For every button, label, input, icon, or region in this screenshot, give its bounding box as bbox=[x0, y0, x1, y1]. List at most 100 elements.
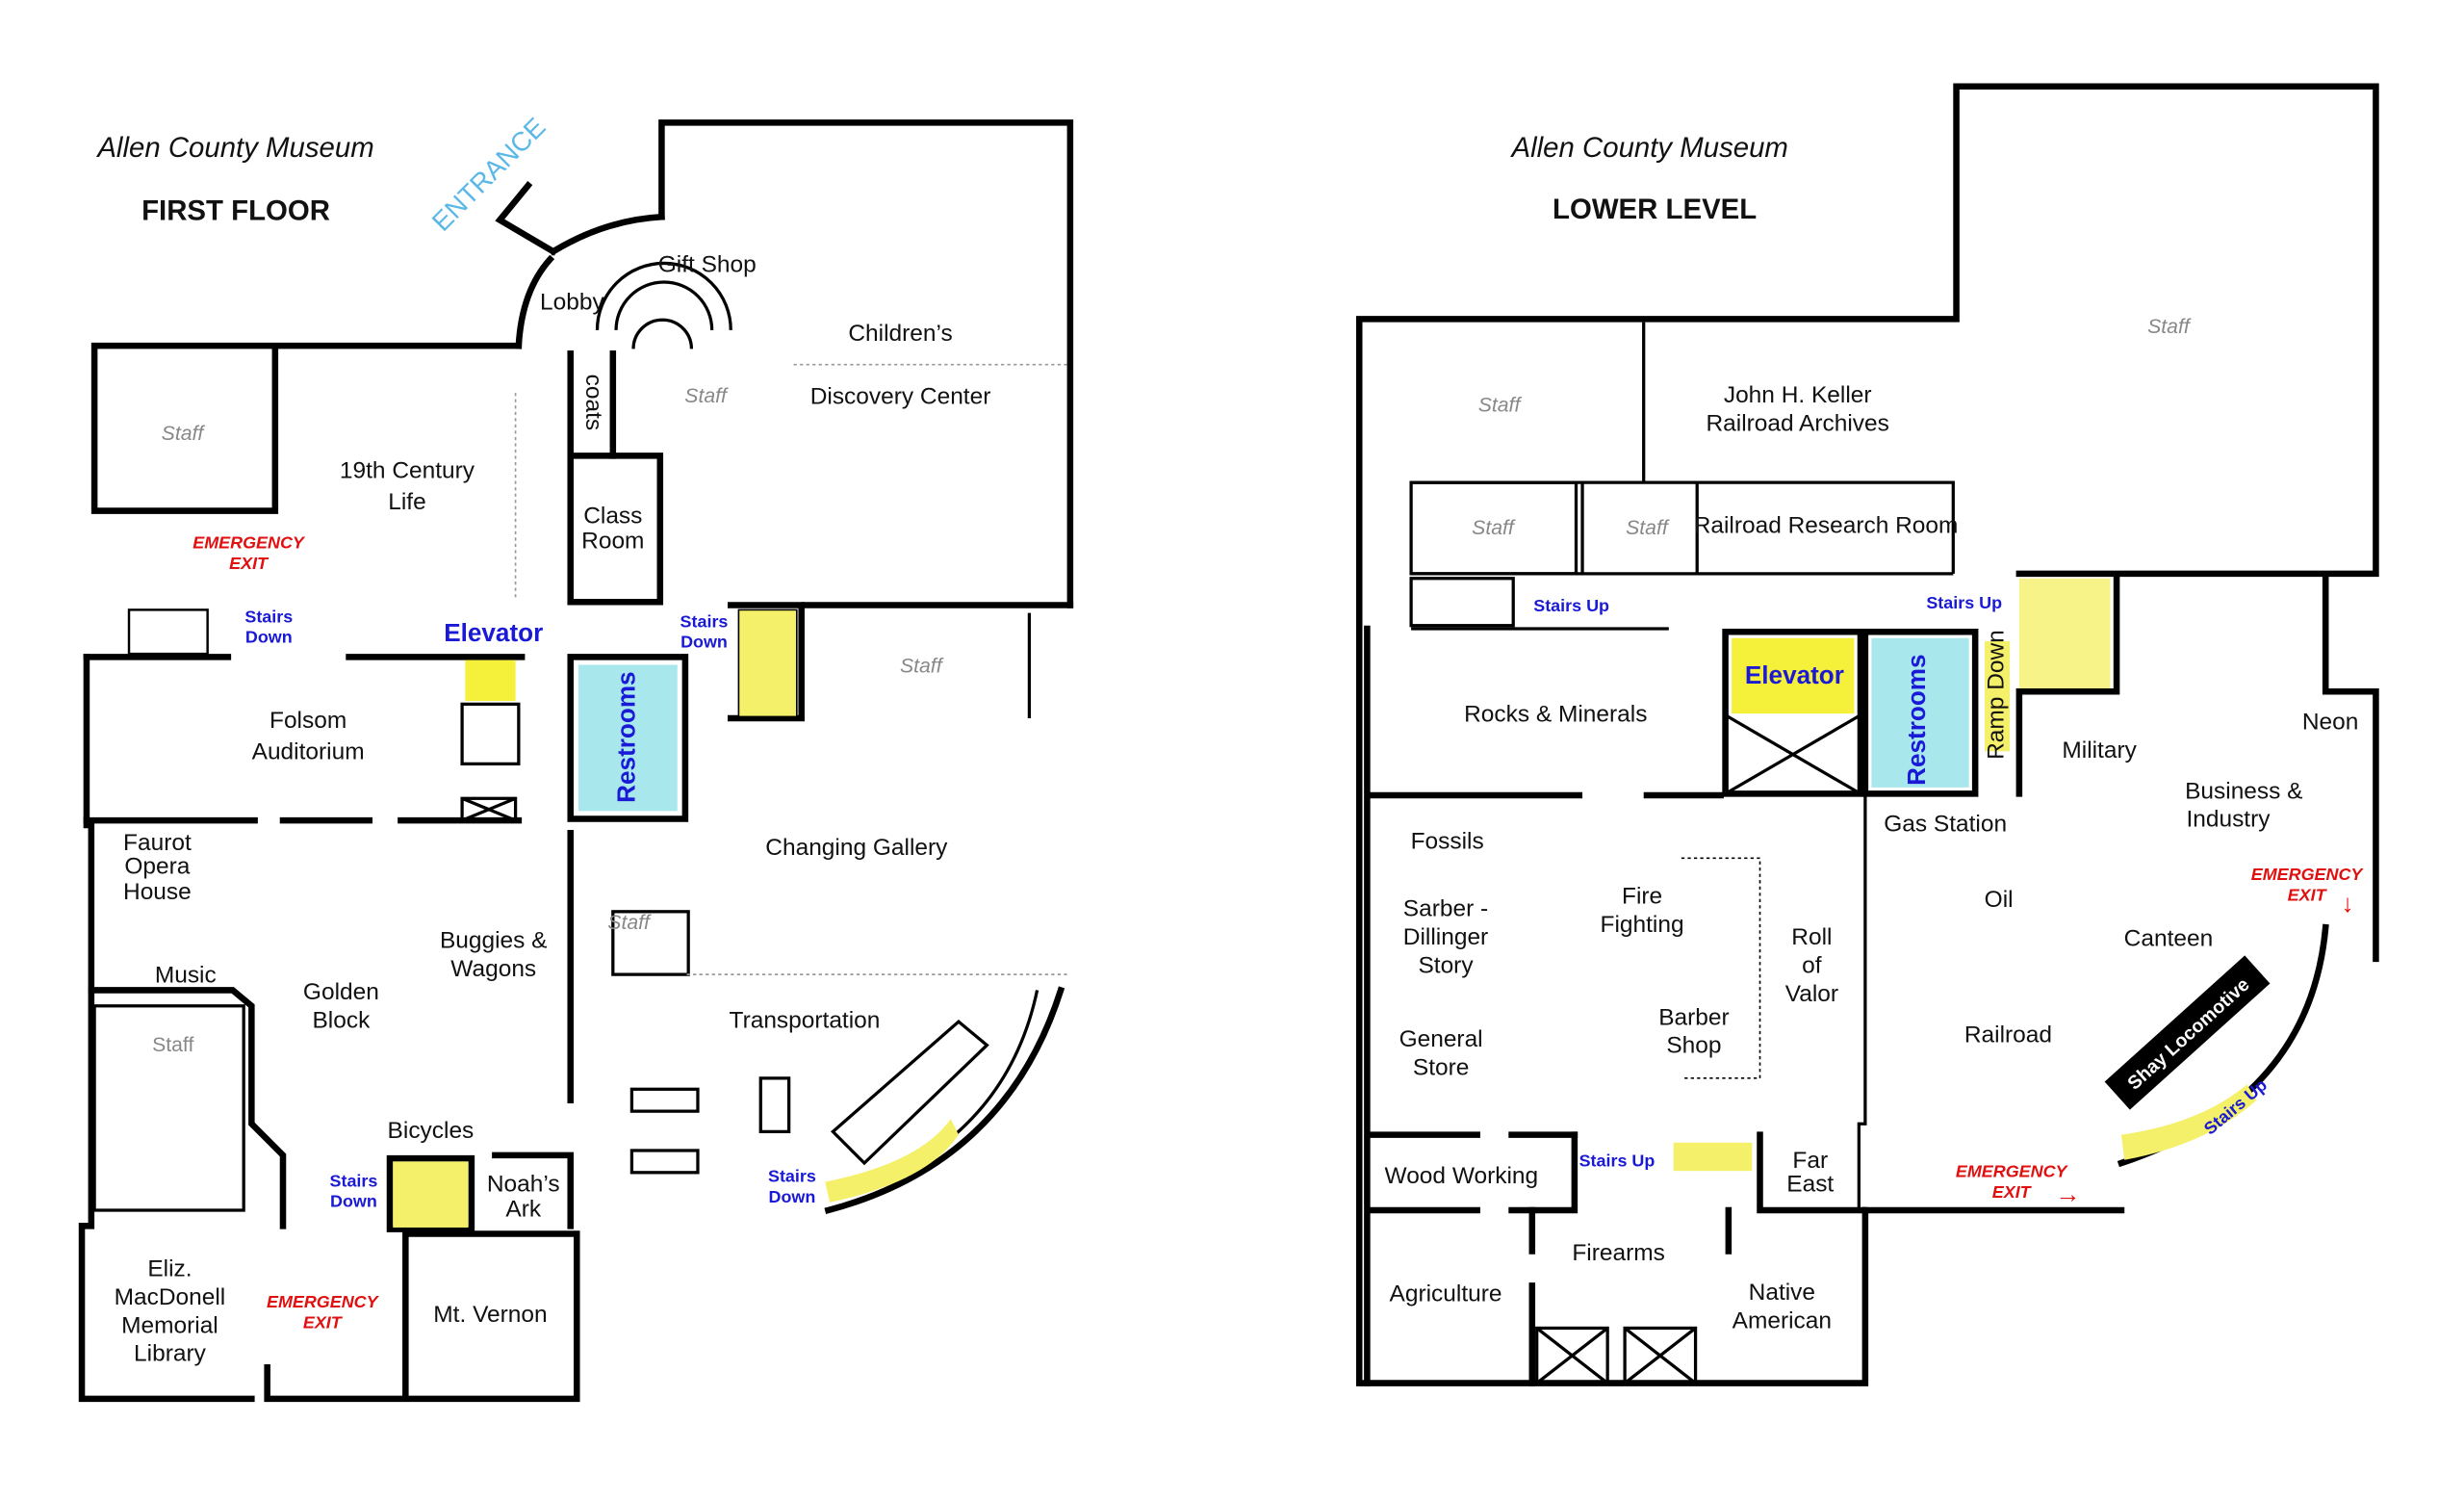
stairs-up-right bbox=[2018, 578, 2111, 692]
entrance-label[interactable]: ENTRANCE bbox=[426, 112, 552, 237]
emergency-exit-label: EXIT bbox=[303, 1312, 344, 1332]
faurot-label-2: Opera bbox=[124, 854, 190, 880]
mt-vernon-label: Mt. Vernon bbox=[433, 1302, 547, 1328]
wood-working-label: Wood Working bbox=[1385, 1163, 1539, 1189]
ramp-box bbox=[1984, 641, 2011, 752]
classroom-label-2: Room bbox=[581, 529, 644, 555]
first-floor-labels: Allen County Museum FIRST FLOOR ENTRANCE… bbox=[95, 112, 990, 1367]
library-label-4: Library bbox=[134, 1341, 207, 1367]
sarber-label-1: Sarber - bbox=[1403, 896, 1488, 922]
sarber-label-2: Dillinger bbox=[1403, 924, 1488, 950]
fire-fighting-label-1: Fire bbox=[1622, 884, 1662, 910]
stairs-up-label: Stairs Up bbox=[1926, 593, 2002, 612]
stairs-down-label: Stairs bbox=[680, 611, 729, 631]
bicycles-label: Bicycles bbox=[388, 1118, 475, 1144]
emergency-exit-label: EMERGENCY bbox=[267, 1292, 380, 1311]
century-label-1: 19th Century bbox=[340, 457, 475, 483]
golden-block-label-2: Block bbox=[312, 1008, 371, 1034]
staff-label: Staff bbox=[1478, 395, 1523, 417]
restrooms-box bbox=[1871, 637, 1969, 788]
fossils-label: Fossils bbox=[1411, 829, 1484, 855]
gift-shop-label: Gift Shop bbox=[658, 251, 757, 277]
library-label-1: Eliz. bbox=[147, 1256, 192, 1282]
elevator-label: Elevator bbox=[444, 618, 543, 647]
rocks-minerals-label: Rocks & Minerals bbox=[1464, 701, 1647, 727]
museum-title: Allen County Museum bbox=[95, 132, 373, 164]
barber-shop-label-1: Barber bbox=[1658, 1004, 1729, 1030]
buggies-label-2: Wagons bbox=[450, 956, 536, 982]
railroad-label: Railroad bbox=[1964, 1022, 2052, 1048]
faurot-label-3: House bbox=[123, 879, 192, 905]
music-label: Music bbox=[155, 962, 217, 988]
restrooms-label: Restrooms bbox=[612, 671, 641, 802]
agriculture-label: Agriculture bbox=[1390, 1281, 1502, 1307]
canteen-label: Canteen bbox=[2124, 926, 2214, 952]
first-floor-highlights bbox=[127, 608, 959, 1228]
changing-gallery-label: Changing Gallery bbox=[765, 835, 948, 861]
emergency-exit-label: EXIT bbox=[2288, 885, 2328, 904]
barber-shop-label-2: Shop bbox=[1666, 1033, 1721, 1059]
far-east-label-1: Far bbox=[1792, 1148, 1828, 1174]
stairs-down-label: Down bbox=[768, 1187, 815, 1206]
staff-label: Staff bbox=[900, 656, 944, 678]
far-east-label-2: East bbox=[1786, 1171, 1834, 1197]
lower-level-walls bbox=[1355, 83, 2379, 1386]
elevator-label: Elevator bbox=[1745, 660, 1844, 689]
restrooms-label: Restrooms bbox=[1902, 654, 1931, 785]
stairs-down-label: Down bbox=[245, 628, 293, 647]
museum-title: Allen County Museum bbox=[1510, 132, 1788, 164]
emergency-exit-label: EMERGENCY bbox=[1956, 1162, 2069, 1181]
staff-label: Staff bbox=[162, 423, 206, 445]
sarber-label-3: Story bbox=[1418, 952, 1474, 978]
stairs-up-label: Stairs Up bbox=[1533, 596, 1609, 615]
childrens-label-2: Discovery Center bbox=[810, 384, 991, 410]
folsom-label-1: Folsom bbox=[270, 708, 346, 734]
transportation-label: Transportation bbox=[730, 1008, 881, 1034]
roll-of-valor-label-3: Valor bbox=[1785, 981, 1838, 1007]
classroom-label-1: Class bbox=[583, 504, 642, 530]
lobby-label: Lobby bbox=[540, 290, 604, 316]
emergency-exit-label: EXIT bbox=[1992, 1182, 2033, 1202]
business-label-1: Business & bbox=[2185, 778, 2302, 804]
exit-arrow-icon: ↓ bbox=[2342, 889, 2354, 918]
stairs-down-bicycles bbox=[393, 1161, 469, 1228]
general-store-label-1: General bbox=[1399, 1026, 1483, 1052]
stairs-down-label: Stairs bbox=[768, 1167, 816, 1186]
noahs-ark-label-1: Noah’s bbox=[487, 1171, 560, 1197]
buggies-label-1: Buggies & bbox=[440, 927, 548, 953]
shay-locomotive-label: Shay Locomotive bbox=[2123, 974, 2253, 1095]
roll-of-valor-label-1: Roll bbox=[1791, 924, 1832, 950]
library-label-2: MacDonell bbox=[115, 1284, 226, 1310]
stairs-down-transportation bbox=[825, 1119, 959, 1203]
folsom-label-2: Auditorium bbox=[252, 738, 365, 764]
golden-block-label-1: Golden bbox=[303, 979, 379, 1005]
staff-label: Staff bbox=[152, 1034, 193, 1056]
research-room-label: Railroad Research Room bbox=[1694, 512, 1959, 538]
emergency-exit-label: EMERGENCY bbox=[2251, 865, 2365, 884]
childrens-label-1: Children’s bbox=[848, 321, 952, 347]
general-store-label-2: Store bbox=[1413, 1055, 1469, 1081]
stairs-down-label: Stairs bbox=[244, 607, 293, 626]
elevator-box bbox=[1732, 637, 1855, 714]
stairs-down-label: Down bbox=[330, 1192, 377, 1211]
emergency-exit-label: EMERGENCY bbox=[192, 533, 306, 553]
first-floor-map: Allen County Museum FIRST FLOOR ENTRANCE… bbox=[78, 112, 1074, 1403]
firearms-label: Firearms bbox=[1572, 1240, 1665, 1266]
business-label-2: Industry bbox=[2186, 807, 2271, 833]
stairs-up-label: Stairs Up bbox=[1579, 1151, 1656, 1170]
native-american-label-1: Native bbox=[1749, 1280, 1815, 1306]
native-american-label-2: American bbox=[1732, 1307, 1832, 1333]
noahs-ark-label-2: Ark bbox=[505, 1197, 541, 1223]
ramp-down-label: Ramp Down bbox=[1984, 630, 2010, 760]
floor-title: FIRST FLOOR bbox=[141, 195, 330, 227]
floor-title: LOWER LEVEL bbox=[1553, 194, 1757, 225]
restrooms-box bbox=[578, 664, 678, 812]
elevator-box bbox=[465, 660, 516, 702]
staff-label: Staff bbox=[1472, 517, 1516, 539]
staff-label: Staff bbox=[607, 912, 652, 934]
military-label: Military bbox=[2062, 738, 2137, 763]
staff-label: Staff bbox=[684, 385, 729, 407]
staff-label: Staff bbox=[2147, 316, 2192, 338]
fire-fighting-label-2: Fighting bbox=[1601, 912, 1684, 938]
